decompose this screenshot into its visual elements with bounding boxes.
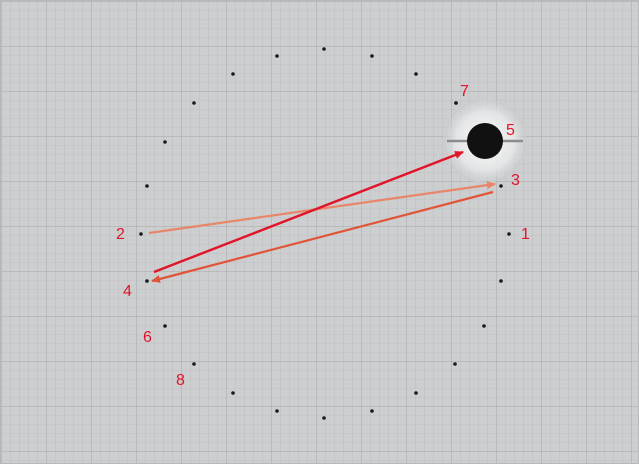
point-label-3: 3 (511, 172, 520, 189)
ring-dot (453, 362, 457, 366)
ring-dot (275, 409, 279, 413)
ring-dot (192, 101, 196, 105)
ring-dot (231, 391, 235, 395)
ring-dot (499, 279, 503, 283)
ring-dot (231, 72, 235, 76)
point-label-5: 5 (506, 122, 515, 139)
point-label-8: 8 (176, 372, 185, 389)
ring-dot (275, 54, 279, 58)
ring-dot (414, 391, 418, 395)
ring-dot (145, 184, 149, 188)
ring-dot (139, 232, 143, 236)
point-label-1: 1 (521, 226, 530, 243)
ring-dot (163, 324, 167, 328)
ring-dot (145, 279, 149, 283)
ring-dot (370, 54, 374, 58)
ring-dot (322, 416, 326, 420)
ring-dot (454, 101, 458, 105)
ring-dot (507, 232, 511, 236)
ring-dot (163, 140, 167, 144)
ring-dot (192, 362, 196, 366)
filled-circle-target-icon (467, 123, 503, 159)
ring-dot (482, 324, 486, 328)
ring-dot (414, 72, 418, 76)
point-label-6: 6 (143, 329, 152, 346)
ring-dot (499, 184, 503, 188)
point-label-7: 7 (460, 83, 469, 100)
target-marker (443, 99, 527, 183)
ring-dot (370, 409, 374, 413)
point-label-2: 2 (116, 226, 125, 243)
point-label-4: 4 (123, 283, 132, 300)
ring-dot (322, 47, 326, 51)
